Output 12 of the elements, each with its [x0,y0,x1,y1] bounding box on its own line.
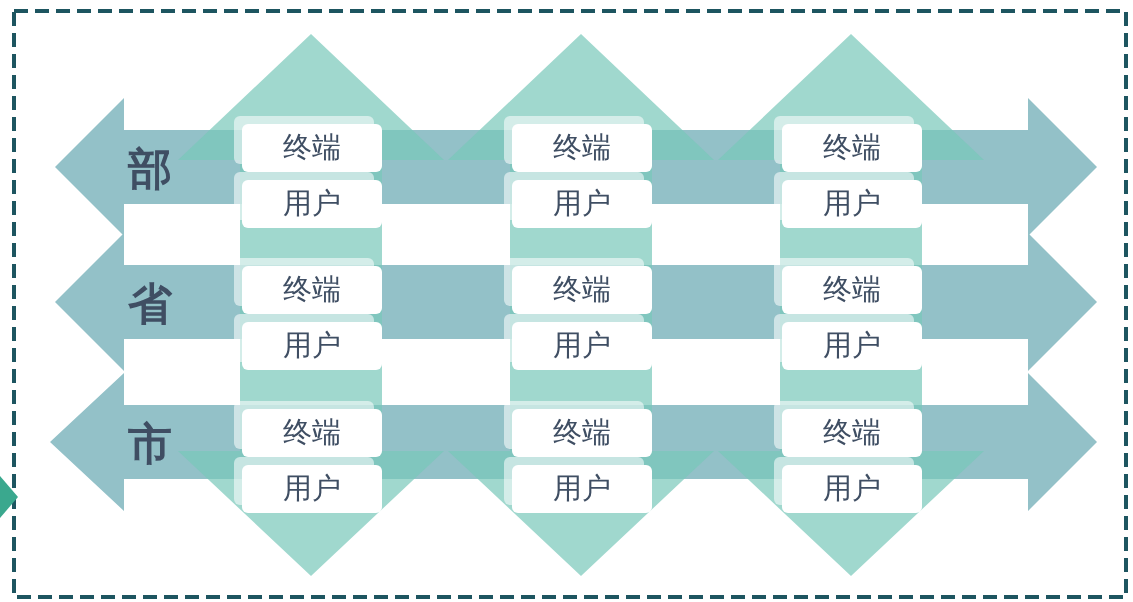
label-card: 用户 [242,180,382,228]
label-card: 用户 [782,465,922,513]
level-label: 市 [128,417,172,471]
level-label: 部 [128,142,172,196]
level-label: 省 [128,277,172,331]
label-card: 用户 [782,322,922,370]
label-card: 用户 [242,465,382,513]
label-card: 用户 [242,322,382,370]
label-card: 用户 [512,180,652,228]
label-card: 用户 [782,180,922,228]
label-card: 用户 [512,465,652,513]
label-card: 用户 [512,322,652,370]
